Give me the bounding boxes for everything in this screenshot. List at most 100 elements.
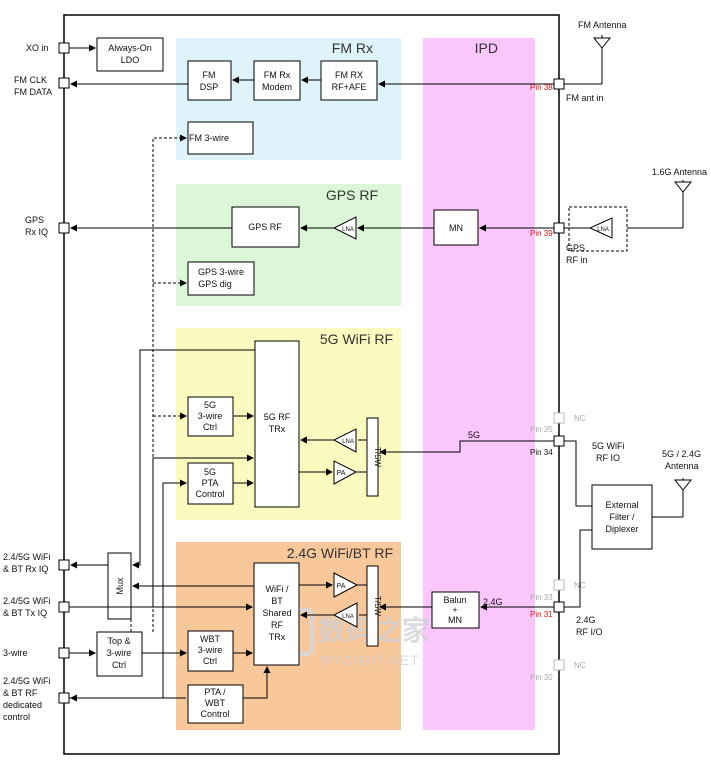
ldo-label-2: LDO (121, 55, 140, 65)
pta5g-label-2: PTA (202, 478, 219, 488)
rf5g-label-1: 5G RF (264, 412, 291, 422)
label-fm-clk: FM CLK (14, 75, 47, 85)
fm-modem-label-2: Modem (262, 82, 292, 92)
fm-dsp-label-2: DSP (200, 82, 219, 92)
fm-rx-rf-afe (320, 60, 378, 101)
rf5g-trx (254, 340, 300, 508)
combo-antenna-label-2: Antenna (665, 461, 699, 471)
gps-rf-block (231, 206, 300, 248)
wbt-trx-label-4: RF (271, 620, 283, 630)
fm-antenna-label: FM Antenna (578, 20, 627, 30)
pin-31 (553, 601, 565, 613)
fm-dsp (187, 60, 232, 101)
pta5g-control (187, 462, 234, 505)
pin-38 (553, 78, 565, 90)
pin-38-label: Pin 38 (530, 83, 553, 92)
wbt-pta-label-3: Control (200, 709, 229, 719)
label-wifi-rx-2: & BT Rx IQ (3, 564, 48, 574)
pin-wifi-tx-iq (58, 601, 70, 613)
wbt-trx-label-1: WiFi / (266, 584, 289, 594)
filter-label-1: External (605, 500, 638, 510)
pa-5g (333, 460, 358, 485)
wbt-ctrl-label-3: Ctrl (203, 656, 217, 666)
pin-33-nc (553, 579, 565, 591)
fm-afe-label-1: FM RX (335, 70, 363, 80)
ipd-title: IPD (475, 40, 498, 56)
pin-30-label: Pin 30 (530, 673, 553, 682)
wifi5g-io-label-2: RF IO (596, 453, 620, 463)
gps-lna (332, 216, 357, 240)
pta-wbt-control (187, 684, 244, 724)
external-lna-label: LNA (597, 227, 609, 233)
right-wiring (564, 440, 592, 608)
balun-label-2: + (452, 605, 457, 615)
wbt-trx-label-2: BT (271, 596, 283, 606)
combo-antenna (652, 478, 693, 518)
filter-label-3: Diplexer (605, 524, 638, 534)
gps-antenna-label: 1.6G Antenna (652, 167, 707, 177)
tsw-5g (366, 417, 379, 497)
wbt-pta-label-1: PTA / (204, 687, 226, 697)
pin-35-nc (553, 412, 565, 424)
gps-mn-label: MN (449, 223, 463, 233)
pin-xo-in (58, 42, 70, 54)
pa-24g (333, 572, 359, 598)
fm-antenna (564, 35, 612, 85)
pta5g-label-1: 5G (204, 467, 216, 477)
lna-5g (332, 428, 357, 453)
wbt-pta-label-2: WBT (205, 698, 225, 708)
fm-ant-in-label: FM ant in (566, 93, 604, 103)
tsw-24g-label: T/SW (373, 596, 382, 616)
rf24-io-label-2: RF I/O (576, 627, 603, 637)
combo-antenna-label-1: 5G / 2.4G (662, 449, 701, 459)
pin-33-label: Pin 33 (530, 593, 553, 602)
gps-lna-label: LNA (342, 227, 354, 233)
gps-mn (433, 209, 479, 246)
label-rf-ctrl-3: dedicated (3, 700, 42, 710)
wbt-ctrl-label-2: 3-wire (198, 645, 223, 655)
ctrl5g-label-3: Ctrl (203, 422, 217, 432)
chip-outline (63, 14, 560, 755)
gps-3wire-label-1: GPS 3-wire (198, 267, 244, 277)
right-pins-nc (553, 412, 565, 671)
gps-antenna (564, 180, 693, 252)
wbt-trx-label-3: Shared (262, 608, 291, 618)
pin-30-nc (553, 659, 565, 671)
pa-24g-label: PA (337, 583, 346, 590)
pin-wifi-rx-iq (58, 559, 70, 571)
pin-39-label: Pin 39 (530, 229, 553, 238)
gps-3wire-label-2: GPS dig (198, 279, 232, 289)
nc-label-30: NC (574, 661, 586, 670)
wifi5g-title: 5G WiFi RF (320, 331, 393, 347)
label-wifi-tx-1: 2.4/5G WiFi (3, 596, 51, 606)
pin-39 (553, 222, 565, 234)
wifi5g-io-label-1: 5G WiFi (592, 441, 625, 451)
three-wire-control-bus (130, 134, 187, 632)
tsw-24g (366, 565, 379, 647)
fm-rx-title: FM Rx (332, 40, 373, 56)
label-rf-ctrl-4: control (3, 712, 30, 722)
external-filter-diplexer (591, 484, 653, 550)
gps-3wire-dig (187, 261, 255, 296)
gps-rf-title: GPS RF (326, 187, 378, 203)
fm-afe-label-2: RF+AFE (332, 82, 367, 92)
left-pin-labels: XO in FM CLK FM DATA GPS Rx IQ 2.4/5G Wi… (3, 43, 52, 722)
fm-dsp-label-1: FM (203, 70, 216, 80)
balun-label-3: MN (448, 615, 462, 625)
label-rf-ctrl-2: & BT RF (3, 688, 38, 698)
wbt-trx-label-5: TRx (269, 632, 286, 642)
watermark-en: MYDIGIT.NET (320, 652, 420, 668)
gps-rf-label: GPS RF (248, 222, 282, 232)
always-on-ldo (96, 37, 164, 72)
top-ctrl-label-3: Ctrl (112, 660, 126, 670)
left-pins (58, 42, 70, 704)
external-lna (588, 217, 613, 239)
label-wifi-tx-2: & BT Tx IQ (3, 608, 47, 618)
pin-gps-rx-iq (58, 222, 70, 234)
wbt-ctrl-label-1: WBT (200, 634, 220, 644)
wbt-3wire-ctrl (187, 630, 234, 672)
fm-3wire-label: FM 3-wire (189, 133, 229, 143)
label-wifi-rx-1: 2.4/5G WiFi (3, 552, 51, 562)
label-rx-iq: Rx IQ (25, 227, 48, 237)
pin-34-label: Pin 34 (530, 448, 553, 457)
